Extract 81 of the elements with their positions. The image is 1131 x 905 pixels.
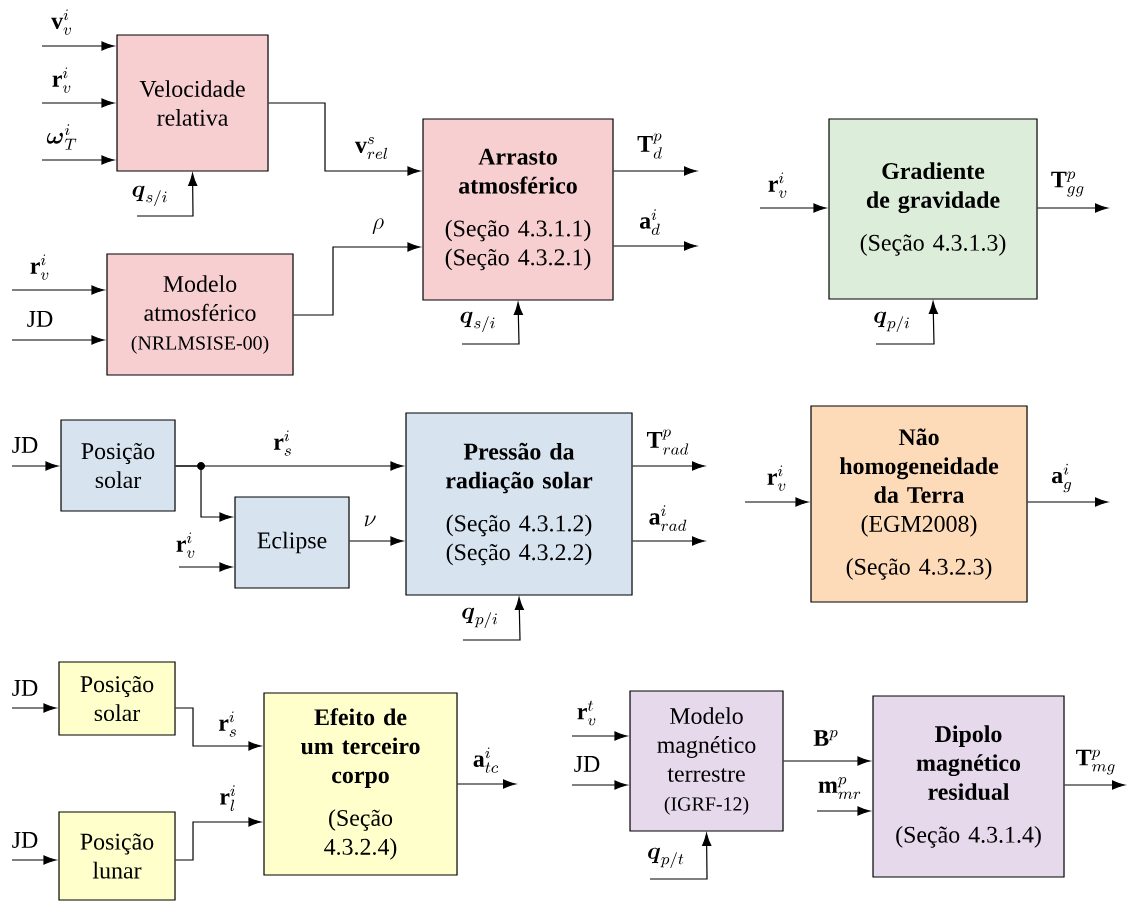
edge-label: JD — [12, 680, 38, 696]
edge-label: $\mathbf{r}_v^i$ — [768, 172, 787, 198]
arrow — [571, 780, 628, 790]
arrow — [783, 756, 871, 766]
edge-label: $\boldsymbol{q}_{s/i}$ — [460, 311, 495, 333]
arrow — [613, 166, 697, 176]
edge-label: $\mathbf{a}_{tc}^i$ — [473, 747, 499, 773]
edge-label: $\mathbf{m}_{mr}^p$ — [818, 777, 861, 799]
edge-label: $\mathbf{v}_v^i$ — [51, 9, 71, 35]
arrow — [268, 102, 421, 176]
arrow — [178, 562, 233, 572]
arrow — [175, 465, 233, 522]
arrow — [457, 779, 516, 789]
edge-label: $\mathbf{a}_{rad}^i$ — [649, 505, 687, 531]
process-box: Modelo magnético terrestre (IGRF-12) — [629, 690, 784, 832]
process-box: Posição lunar — [58, 811, 176, 901]
edge-label: $\mathbf{T}_{mg}^p$ — [1076, 749, 1115, 775]
arrow — [875, 301, 938, 345]
arrow — [41, 41, 115, 51]
arrow — [613, 241, 697, 251]
arrow — [1027, 497, 1108, 507]
process-box: Posição solar — [60, 419, 176, 512]
edge-label: $\mathbf{r}_v^i$ — [30, 254, 49, 280]
arrow — [461, 302, 523, 345]
process-box: Dipolo magnético residual (Seção 4.3.1.4) — [872, 695, 1065, 878]
arrow — [293, 242, 421, 316]
edge-label: $\boldsymbol{\omega}_T^i$ — [46, 124, 77, 150]
arrow — [649, 833, 712, 880]
arrow — [462, 597, 524, 641]
edge-label: $\boldsymbol{q}_{s/i}$ — [132, 185, 167, 207]
edge-label: $\mathbf{r}_v^t$ — [577, 700, 596, 726]
edge-label: JD — [12, 437, 38, 453]
process-box: Eclipse — [234, 496, 350, 589]
edge-label: $\mathbf{v}_{rel}^s$ — [354, 136, 388, 160]
arrow — [1037, 203, 1108, 213]
arrow — [571, 731, 628, 741]
edge-label: $\boldsymbol{q}_{p/i}$ — [462, 607, 498, 629]
process-box: Velocidade relativa — [116, 34, 269, 172]
process-box: Não homogeneidade da Terra (EGM2008) (Seção 4.3.2.3) — [810, 405, 1028, 603]
arrow — [11, 285, 105, 295]
process-box: Pressão da radiação solar (Seção 4.3.1.2) (Seção 4.3.2.2) — [405, 412, 633, 596]
edge-label: $\mathbf{r}_s^i$ — [273, 430, 291, 456]
arrow — [136, 173, 198, 217]
edge-label: $\mathbf{T}_d^p$ — [637, 133, 662, 159]
arrow — [816, 806, 871, 816]
process-box: Modelo atmosférico (NRLMSISE-00) — [106, 253, 294, 376]
edge-label: $\mathbf{r}_v^i$ — [767, 465, 786, 491]
arrow — [175, 707, 262, 751]
edge-label: $\rho$ — [372, 218, 384, 234]
edge-label: JD — [27, 311, 53, 327]
arrow — [759, 203, 827, 213]
arrow — [11, 335, 105, 345]
arrow — [1064, 780, 1125, 790]
edge-label: $\boldsymbol{q}_{p/i}$ — [874, 311, 910, 333]
process-box: Arrasto atmosférico (Seção 4.3.1.1) (Seção 4.3.2.1) — [422, 118, 614, 301]
process-box: Gradiente de gravidade (Seção 4.3.1.3) — [828, 118, 1038, 300]
edge-label: $\mathbf{r}_v^i$ — [176, 532, 195, 558]
edge-label: $\mathbf{B}^p$ — [813, 730, 838, 746]
arrow — [11, 855, 57, 865]
edge-label: $\nu$ — [364, 515, 376, 527]
edge-label: $\boldsymbol{q}_{p/t}$ — [648, 847, 684, 869]
arrow — [11, 461, 59, 471]
process-box: Efeito de um terceiro corpo (Seção 4.3.2.4) — [263, 692, 458, 876]
edge-label: $\mathbf{r}_s^i$ — [218, 711, 236, 737]
arrow — [632, 536, 705, 546]
edge-label: $\mathbf{a}_g^i$ — [1052, 463, 1072, 493]
edge-label: $\mathbf{T}_{gg}^p$ — [1051, 171, 1084, 197]
arrow — [632, 461, 705, 471]
edge-label: JD — [574, 756, 600, 772]
edge-label: $\mathbf{a}_d^i$ — [639, 209, 660, 235]
arrow — [744, 497, 809, 507]
arrow — [175, 817, 262, 861]
arrow — [349, 536, 404, 546]
edge-label: $\mathbf{r}_l^i$ — [220, 785, 235, 811]
edge-label: $\mathbf{T}_{rad}^p$ — [647, 429, 689, 455]
arrow — [41, 98, 115, 108]
edge-label: $\mathbf{r}_v^i$ — [52, 67, 71, 93]
edge-label: JD — [12, 832, 38, 848]
arrow — [41, 155, 115, 165]
process-box: Posição solar — [58, 661, 176, 736]
arrow — [11, 703, 57, 713]
